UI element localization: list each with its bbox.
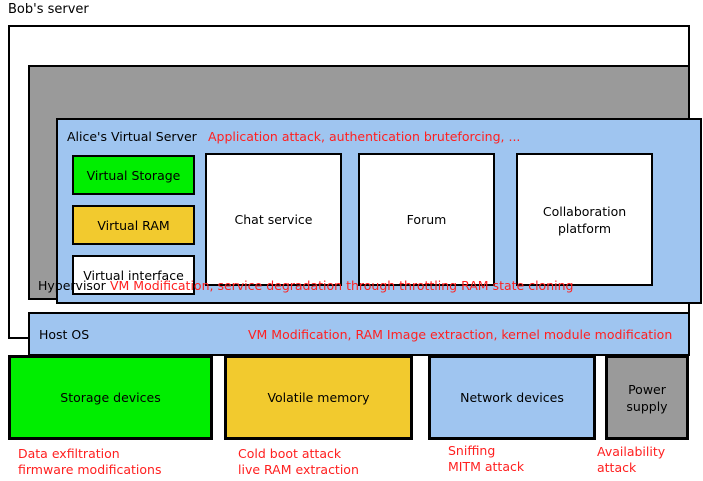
virtual-machine-attack-annotation: Application attack, authentication brute… bbox=[208, 129, 521, 144]
hardware-attack-annotation-storage-devices: Data exfiltration firmware modifications bbox=[18, 446, 162, 477]
diagram-title: Bob's server bbox=[8, 2, 89, 17]
service-label: Chat service bbox=[234, 212, 313, 227]
hardware-attack-annotation-volatile-memory: Cold boot attack live RAM extraction bbox=[238, 446, 359, 477]
virtual-machine-label: Alice's Virtual Server bbox=[67, 129, 197, 144]
hypervisor-attack-annotation: VM Modification, service degradation thr… bbox=[110, 278, 574, 293]
hardware-label: Volatile memory bbox=[267, 390, 370, 405]
host-os-layer: Host OS VM Modification, RAM Image extra… bbox=[28, 312, 690, 356]
hardware-box-volatile-memory: Volatile memory bbox=[224, 355, 413, 440]
host-os-label: Host OS bbox=[39, 327, 90, 342]
hardware-box-power-supply: Power supply bbox=[605, 355, 689, 440]
service-box-collaboration-platform: Collaboration platform bbox=[516, 153, 653, 286]
virtual-resource-label: Virtual interface bbox=[83, 267, 184, 283]
virtual-machine-layer: Alice's Virtual Server Application attac… bbox=[56, 118, 702, 304]
service-label: Forum bbox=[406, 212, 447, 227]
service-label: Collaboration platform bbox=[542, 203, 627, 236]
hardware-attack-annotation-power-supply: Availability attack bbox=[597, 444, 666, 475]
hypervisor-layer: Alice's Virtual Server Application attac… bbox=[28, 65, 702, 304]
host-os-attack-annotation: VM Modification, RAM Image extraction, k… bbox=[248, 327, 673, 342]
hardware-box-network-devices: Network devices bbox=[428, 355, 596, 440]
virtual-resource-virtual-interface: Virtual interface bbox=[72, 255, 195, 295]
service-box-forum: Forum bbox=[358, 153, 495, 286]
hardware-attack-annotation-network-devices: Sniffing MITM attack bbox=[448, 443, 525, 474]
virtual-resource-virtual-storage: Virtual Storage bbox=[72, 155, 195, 195]
hardware-label: Storage devices bbox=[60, 390, 161, 405]
hypervisor-label: Hypervisor bbox=[38, 278, 106, 293]
virtual-resource-virtual-ram: Virtual RAM bbox=[72, 205, 195, 245]
hardware-label: Power supply bbox=[626, 381, 668, 414]
hardware-box-storage-devices: Storage devices bbox=[8, 355, 213, 440]
virtual-resource-label: Virtual Storage bbox=[86, 167, 181, 183]
service-box-chat-service: Chat service bbox=[205, 153, 342, 286]
virtual-resource-label: Virtual RAM bbox=[97, 217, 170, 233]
physical-server-frame: Alice's Virtual Server Application attac… bbox=[8, 25, 702, 356]
hardware-label: Network devices bbox=[460, 390, 564, 405]
